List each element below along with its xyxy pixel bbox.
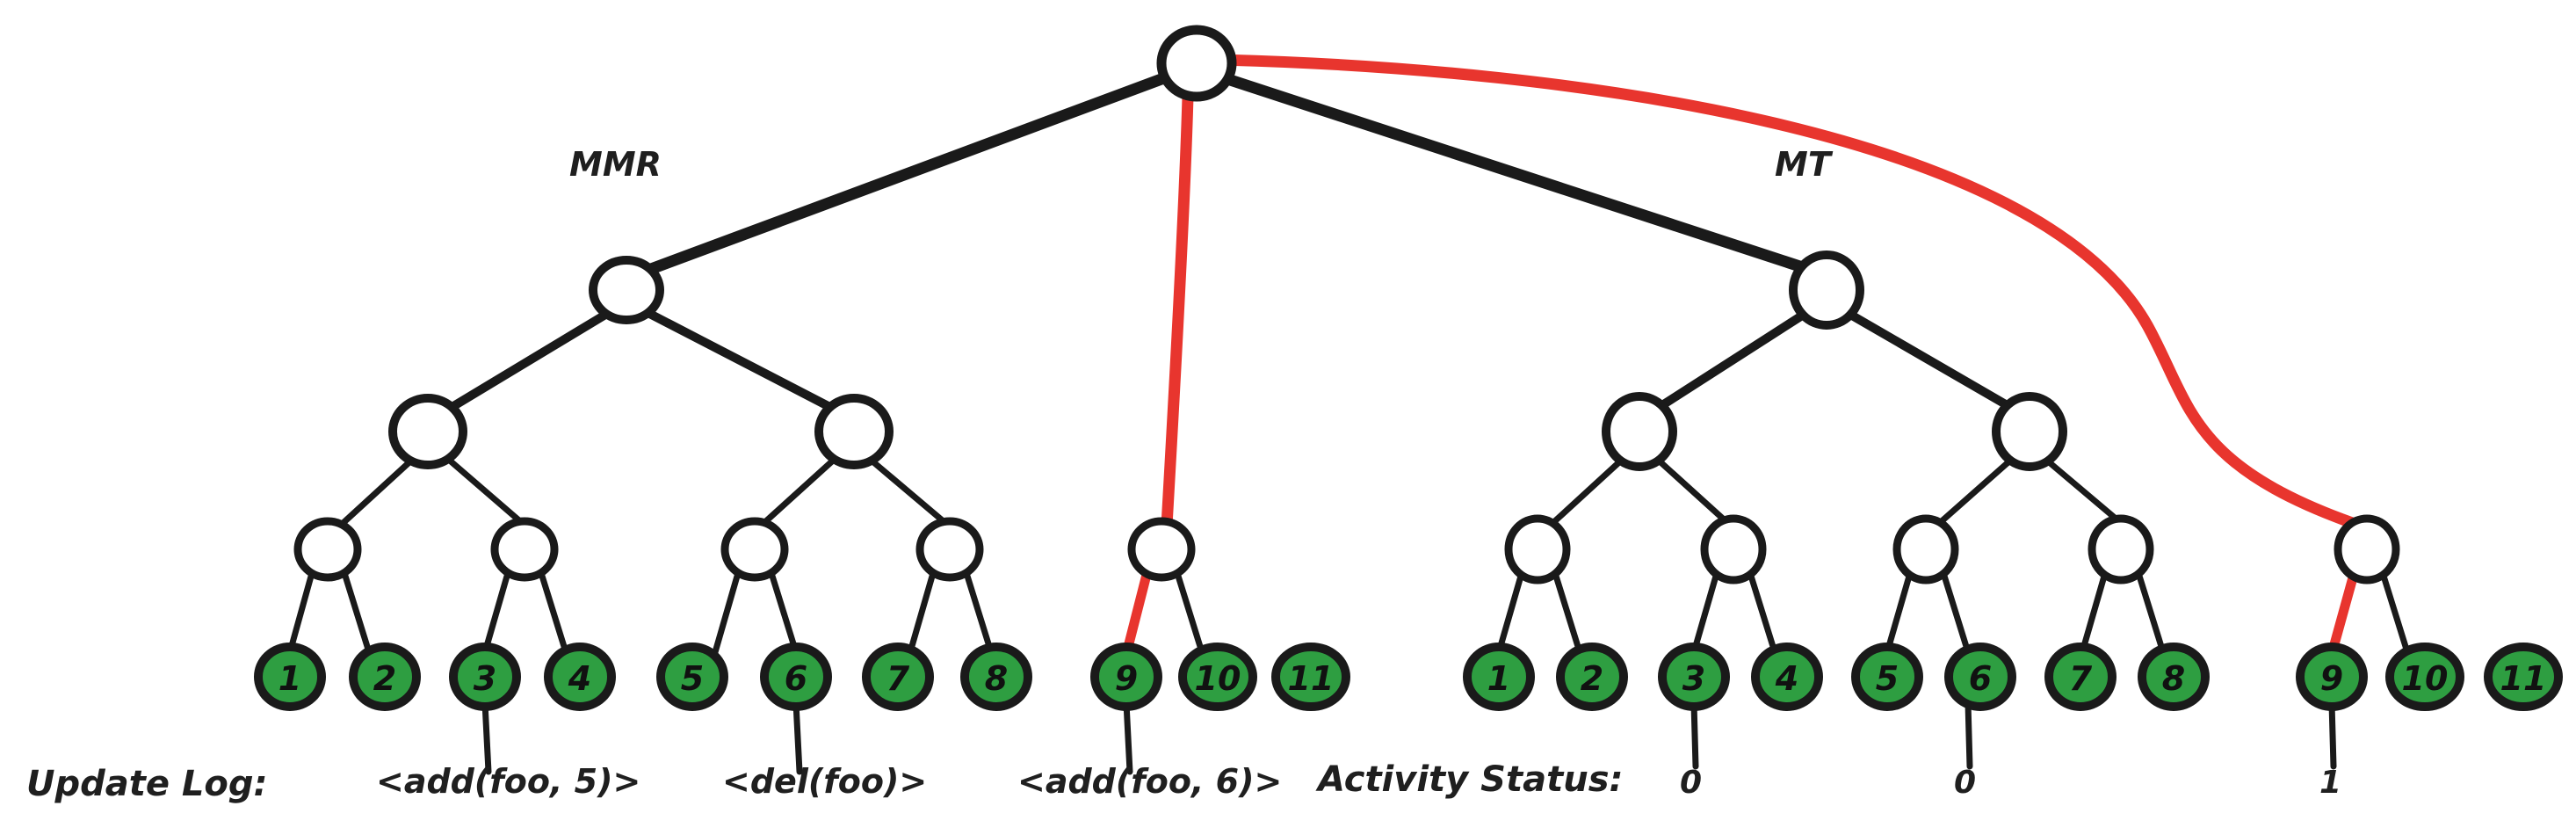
- mmr-tree-label: MMR: [569, 145, 662, 184]
- leaf-node: 5: [656, 643, 728, 711]
- leaf-node: 1: [1463, 643, 1535, 711]
- left-node-l3-b: [490, 517, 559, 582]
- leaf-label: 2: [1581, 659, 1603, 698]
- leaf-label: 6: [1969, 659, 1992, 698]
- left-subtree-root: [589, 256, 664, 324]
- right-node-l2-b: [1992, 392, 2067, 471]
- leaf-label: 8: [985, 659, 1008, 698]
- leaf-label: 9: [1115, 659, 1138, 698]
- leaf-label: 10: [2402, 659, 2449, 698]
- leaf-label: 10: [1195, 659, 1241, 698]
- leaf-label: 3: [474, 659, 496, 698]
- leaf-node: 7: [862, 643, 934, 711]
- activity-status-value: 1: [2319, 765, 2341, 801]
- left-node-l2-a: [388, 394, 467, 469]
- right-tree-leaves[interactable]: 1 2 3 4 5 6 7 8 9 10 11: [1463, 643, 2563, 711]
- activity-status-value: 0: [1680, 765, 1702, 801]
- mt-tree-label: MT: [1775, 145, 1834, 184]
- right-node-l3-a: [1504, 514, 1571, 584]
- leaf-label: 1: [1487, 659, 1510, 698]
- leaf-node: 4: [544, 643, 616, 711]
- leaf-node: 8: [960, 643, 1032, 711]
- leaf-node-highlighted: 9: [2296, 643, 2368, 711]
- root-node[interactable]: [1156, 25, 1237, 102]
- leaf-label: 5: [1876, 659, 1899, 698]
- leaf-label: 2: [373, 659, 396, 698]
- leaf-node: 6: [1944, 643, 2016, 711]
- leaf-node: 3: [449, 643, 521, 711]
- right-node-l2-a: [1602, 392, 1677, 471]
- leaf-node-unattached: 11: [1271, 643, 1350, 711]
- right-node-l3-b: [1700, 514, 1767, 584]
- update-log-entry: <add(foo, 5)>: [376, 762, 640, 801]
- highlight-edge-right-leaf: [2326, 566, 2360, 659]
- highlight-edge-left: [1161, 91, 1194, 532]
- left-node-l3-a: [293, 517, 362, 582]
- leaf-label: 7: [886, 659, 910, 698]
- leaf-node: 3: [1658, 643, 1730, 711]
- update-log-entry: <add(foo, 6)>: [1017, 762, 1282, 801]
- leaf-label: 6: [785, 659, 807, 698]
- right-node-l3-c: [1892, 514, 1959, 584]
- leaf-node: 4: [1751, 643, 1823, 711]
- leaf-label: 9: [2320, 659, 2343, 698]
- right-node-l3-e: [2334, 514, 2400, 584]
- update-log-entry: <del(foo)>: [722, 762, 927, 801]
- annotation-stems: [481, 700, 2337, 775]
- leaf-node-unattached: 11: [2484, 643, 2563, 711]
- leaf-node: 10: [1178, 643, 1257, 711]
- leaf-node: 7: [2044, 643, 2117, 711]
- leaf-node: 2: [1556, 643, 1628, 711]
- leaf-node: 5: [1851, 643, 1923, 711]
- leaf-label: 11: [2500, 659, 2547, 698]
- leaf-node: 10: [2385, 643, 2464, 711]
- activity-status-caption: Activity Status:: [1315, 759, 1624, 800]
- left-tree-internal-nodes[interactable]: [293, 256, 1196, 582]
- right-tree-internal-nodes[interactable]: [1504, 250, 2400, 584]
- left-tree-leaves[interactable]: 1 2 3 4 5 6 7 8 9 10 11: [254, 643, 1350, 711]
- leaf-label: 7: [2069, 659, 2093, 698]
- leaf-label: 1: [279, 659, 301, 698]
- leaf-label: 4: [568, 659, 591, 698]
- left-node-l3-e: [1127, 517, 1196, 582]
- left-node-l2-b: [814, 394, 894, 469]
- leaf-label: 8: [2162, 659, 2185, 698]
- left-node-l3-c: [720, 517, 789, 582]
- leaf-node-highlighted: 9: [1090, 643, 1162, 711]
- highlight-edge-left-leaf: [1121, 566, 1153, 659]
- leaf-node: 8: [2138, 643, 2210, 711]
- leaf-label: 5: [681, 659, 704, 698]
- highlight-edge-right: [1213, 54, 2366, 532]
- left-tree-edges: [286, 68, 1205, 656]
- update-log-caption: Update Log:: [26, 764, 268, 804]
- left-node-l3-d: [915, 517, 984, 582]
- leaf-label: 11: [1288, 659, 1335, 698]
- leaf-label: 4: [1775, 659, 1798, 698]
- leaf-node: 1: [254, 643, 326, 711]
- leaf-node: 6: [760, 643, 832, 711]
- highlight-path-group: [1121, 54, 2366, 659]
- activity-status-value: 0: [1954, 765, 1976, 801]
- leaf-node: 2: [349, 643, 421, 711]
- right-subtree-root: [1789, 250, 1864, 330]
- leaf-label: 3: [1682, 659, 1705, 698]
- right-node-l3-d: [2088, 514, 2154, 584]
